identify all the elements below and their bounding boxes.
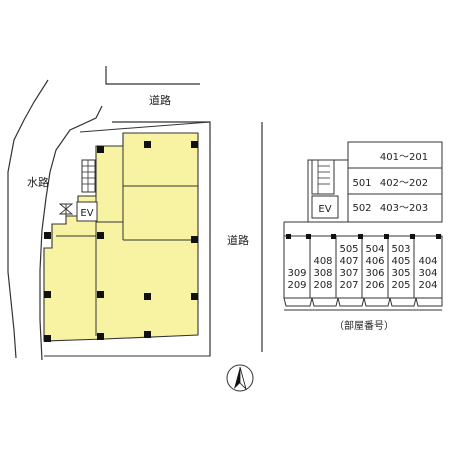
- corridor-outline: [283, 222, 442, 237]
- upper-unit-primary: 501: [352, 178, 371, 189]
- pillars: [44, 141, 198, 342]
- elevator-label: EV: [80, 208, 93, 219]
- unit-number: 208: [313, 280, 332, 291]
- waterway-bank-right: [39, 105, 103, 361]
- pillar: [144, 141, 151, 148]
- pillar: [358, 234, 363, 239]
- road-north-edge-top: [105, 66, 200, 85]
- lower-unit: [413, 235, 443, 299]
- elevator-box: [76, 201, 98, 222]
- upper-unit: [347, 193, 443, 223]
- pillar: [306, 234, 311, 239]
- balcony-edge: [283, 297, 443, 307]
- unit-number: 305: [391, 268, 410, 279]
- waterway-label: 水路: [27, 176, 49, 189]
- pillar: [410, 234, 415, 239]
- building-footprint: [43, 132, 199, 342]
- room-number-caption: （部屋番号）: [334, 319, 394, 332]
- floor-plan: EV 401～201 501 402～202 502 403～203: [283, 141, 443, 332]
- north-arrow-icon: [226, 364, 254, 392]
- site-plan: EV 道路 道路 水路: [7, 66, 263, 361]
- pillar: [97, 333, 104, 340]
- unit-number: 405: [391, 256, 410, 267]
- pillar: [144, 293, 151, 300]
- pillar: [384, 234, 389, 239]
- unit-number: 205: [391, 280, 410, 291]
- road-east-label: 道路: [227, 233, 249, 247]
- upper-unit: [347, 167, 443, 195]
- pillar: [191, 236, 198, 243]
- unit-number: 503: [391, 244, 410, 255]
- pillar: [436, 234, 441, 239]
- unit-number: 209: [287, 280, 306, 291]
- road-north-label: 道路: [149, 93, 171, 107]
- pillar: [44, 335, 51, 342]
- upper-unit-primary: 502: [352, 203, 371, 214]
- unit-number: 307: [339, 268, 358, 279]
- pillar: [97, 232, 104, 239]
- unit-number: 504: [365, 244, 384, 255]
- floor-elevator-label: EV: [318, 204, 331, 215]
- unit-number: 308: [313, 268, 332, 279]
- valve-icon: [58, 203, 74, 216]
- lot-boundary: [44, 121, 211, 357]
- pillar: [97, 146, 104, 153]
- waterway-bank-left: [7, 79, 49, 359]
- upper-unit-secondary: 401～201: [380, 152, 428, 163]
- unit-number: 306: [365, 268, 384, 279]
- upper-unit-secondary: 403～203: [380, 203, 428, 214]
- unit-number: 404: [418, 256, 437, 267]
- pillar: [44, 232, 51, 239]
- unit-number: 408: [313, 256, 332, 267]
- pillar: [97, 291, 104, 298]
- unit-number: 407: [339, 256, 358, 267]
- lower-unit: [361, 235, 389, 299]
- unit-number: 309: [287, 268, 306, 279]
- unit-number: 207: [339, 280, 358, 291]
- lower-units: [283, 234, 443, 311]
- elevator-box: [311, 195, 339, 219]
- lower-unit: [283, 235, 311, 299]
- unit-number: 406: [365, 256, 384, 267]
- unit-number: 206: [365, 280, 384, 291]
- stairs-icon: [311, 159, 335, 195]
- unit-number: 304: [418, 268, 437, 279]
- pillar: [144, 331, 151, 338]
- pillar: [44, 291, 51, 298]
- lower-unit: [309, 235, 337, 299]
- lower-unit: [335, 235, 363, 299]
- pillar: [191, 293, 198, 300]
- pillar: [191, 141, 198, 148]
- pillar: [286, 234, 291, 239]
- unit-number: 204: [418, 280, 437, 291]
- stairs-icon: [81, 159, 96, 193]
- unit-number: 505: [339, 244, 358, 255]
- pillar: [331, 234, 336, 239]
- upper-unit-secondary: 402～202: [380, 178, 428, 189]
- lower-unit: [387, 235, 415, 299]
